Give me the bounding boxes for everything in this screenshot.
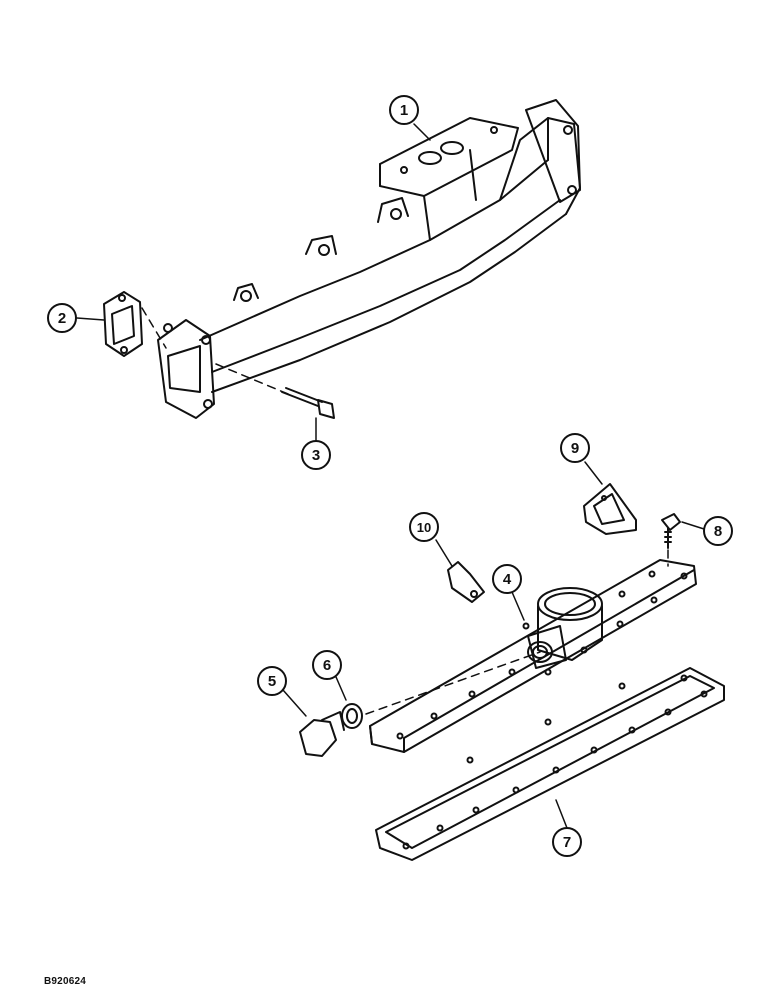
callout-6: 6 xyxy=(312,650,342,680)
callout-label: 6 xyxy=(323,657,331,674)
leader-lines xyxy=(76,123,705,829)
callout-label: 8 xyxy=(714,523,722,540)
callout-4: 4 xyxy=(492,564,522,594)
callout-label: 10 xyxy=(417,520,431,535)
callout-label: 9 xyxy=(571,440,579,457)
callout-1: 1 xyxy=(389,95,419,125)
callout-7: 7 xyxy=(552,827,582,857)
callout-3: 3 xyxy=(301,440,331,470)
callout-label: 2 xyxy=(58,310,66,327)
bracket-large xyxy=(583,483,637,535)
callout-label: 4 xyxy=(503,571,512,588)
callout-label: 5 xyxy=(268,673,276,690)
alignment-lines xyxy=(141,307,669,715)
callout-8: 8 xyxy=(703,516,733,546)
callout-10: 10 xyxy=(409,512,439,542)
cover-plate xyxy=(369,559,697,753)
callout-5: 5 xyxy=(257,666,287,696)
o-ring xyxy=(341,703,363,729)
cover-gasket xyxy=(375,667,725,861)
manifold-gasket xyxy=(103,291,143,357)
callout-label: 7 xyxy=(563,834,571,851)
cap-screw xyxy=(281,387,335,419)
figure-reference-code: B920624 xyxy=(44,976,86,987)
callout-2: 2 xyxy=(47,303,77,333)
exhaust-manifold xyxy=(157,99,581,419)
callout-9: 9 xyxy=(560,433,590,463)
plug xyxy=(299,711,345,757)
callout-label: 1 xyxy=(400,102,408,119)
callouts: 1 2 3 4 5 6 7 8 xyxy=(47,95,733,857)
bracket-small xyxy=(447,561,485,603)
bolt xyxy=(661,513,681,549)
callout-label: 3 xyxy=(312,447,320,464)
